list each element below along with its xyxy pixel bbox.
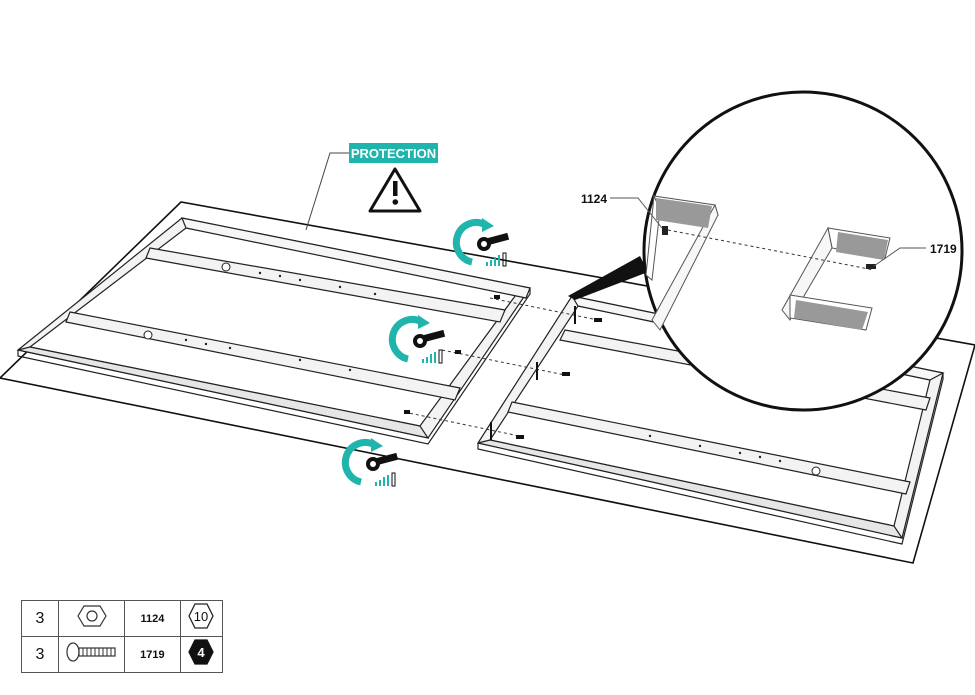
part-code: 1124 bbox=[124, 600, 181, 637]
parts-row: 3 1719 4 bbox=[21, 636, 224, 673]
warning-icon bbox=[368, 167, 422, 213]
torque-wrench-icon bbox=[388, 315, 446, 364]
left-frame-holes bbox=[143, 262, 377, 372]
protection-badge bbox=[349, 143, 438, 163]
fasteners bbox=[404, 295, 602, 440]
torque-wrench-icon bbox=[452, 218, 510, 267]
parts-table: 3 1124 10 3 1719 bbox=[21, 600, 224, 673]
part-picture bbox=[57, 636, 126, 673]
part-left-leader bbox=[610, 197, 663, 229]
socket-icon: 10 bbox=[188, 603, 215, 629]
bolt-icon bbox=[65, 642, 116, 662]
nut-icon bbox=[76, 605, 107, 627]
left-frame bbox=[16, 217, 532, 445]
tool-size-label: 4 bbox=[198, 645, 206, 660]
part-left-label: 1124 bbox=[581, 192, 607, 206]
zoom-detail bbox=[642, 90, 964, 412]
parts-row: 3 1124 10 bbox=[21, 600, 224, 637]
tool-size: 4 bbox=[179, 636, 224, 673]
part-qty: 3 bbox=[21, 600, 59, 637]
zoom-pointer bbox=[568, 256, 648, 300]
hex-key-icon: 4 bbox=[188, 639, 215, 665]
protection-leader bbox=[305, 152, 392, 231]
torque-wrench-icon bbox=[341, 438, 399, 487]
part-picture bbox=[57, 600, 126, 637]
part-qty: 3 bbox=[21, 636, 59, 673]
part-right-leader bbox=[873, 247, 926, 267]
tool-size: 10 bbox=[179, 600, 224, 637]
protection-label: PROTECTION bbox=[351, 146, 436, 161]
part-right-label: 1719 bbox=[930, 242, 957, 256]
tool-size-label: 10 bbox=[194, 609, 208, 624]
alignment-lines bbox=[403, 297, 599, 438]
part-code: 1719 bbox=[124, 636, 181, 673]
